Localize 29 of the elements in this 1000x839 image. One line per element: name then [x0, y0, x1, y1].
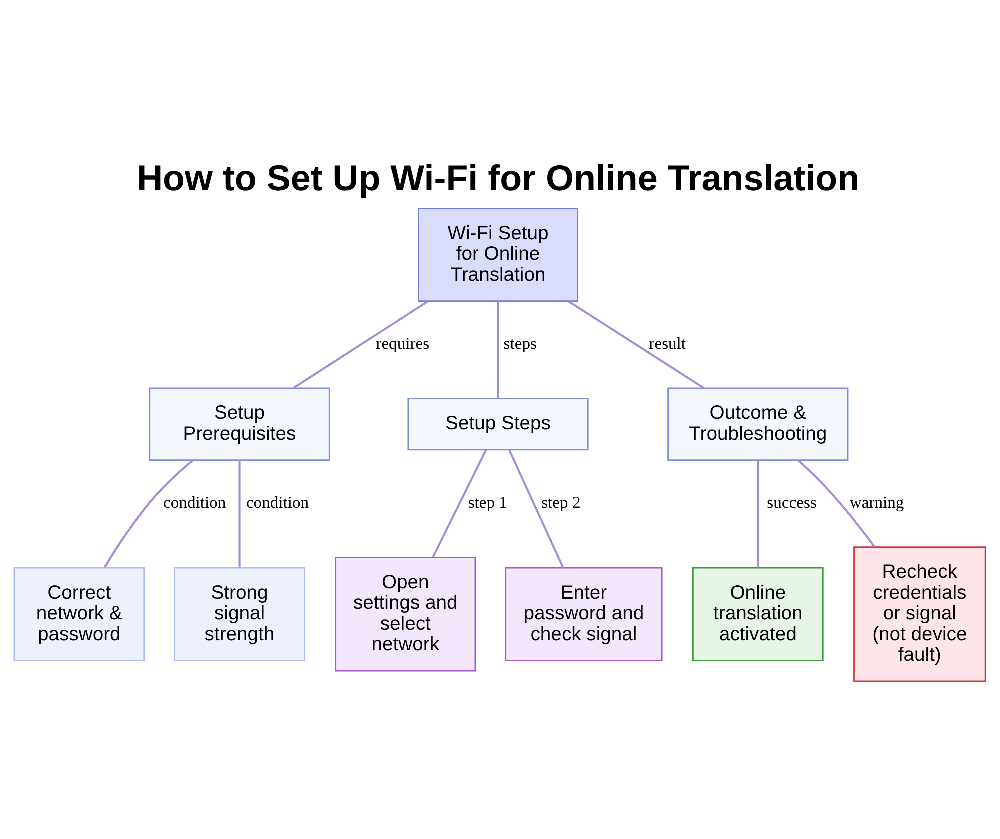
edge-label: success: [767, 493, 817, 512]
connector: [508, 450, 564, 569]
connector: [798, 460, 876, 548]
edge-label: condition: [246, 493, 310, 512]
node-box: Wi-Fi Setup for Online Translation: [418, 208, 578, 302]
node-box: Online translation activated: [692, 567, 824, 662]
node-box: Correct network & password: [14, 567, 146, 662]
connector: [104, 460, 194, 568]
edge-label: warning: [850, 493, 904, 512]
connector: [757, 460, 760, 568]
node-box: Open settings and select network: [335, 557, 476, 672]
node-box: Setup Steps: [408, 398, 589, 451]
connector: [432, 450, 488, 558]
node-box: Enter password and check signal: [505, 567, 663, 662]
node-box: Strong signal strength: [174, 567, 306, 662]
edge-label: result: [649, 334, 686, 354]
edge-label: step 1: [468, 493, 508, 512]
connector: [238, 460, 241, 568]
node-box: Outcome & Troubleshooting: [668, 388, 849, 461]
connector: [497, 301, 500, 398]
connector: [293, 300, 429, 390]
diagram-title: How to Set Up Wi-Fi for Online Translation: [137, 157, 860, 198]
edge-label: condition: [164, 493, 226, 512]
edge-label: steps: [504, 334, 537, 354]
node-box: Setup Prerequisites: [149, 388, 330, 461]
edge-label: requires: [376, 334, 430, 354]
edge-label: step 2: [542, 493, 581, 512]
node-box: Recheck credentials or signal (not device fault): [854, 546, 986, 682]
connector: [568, 300, 704, 390]
